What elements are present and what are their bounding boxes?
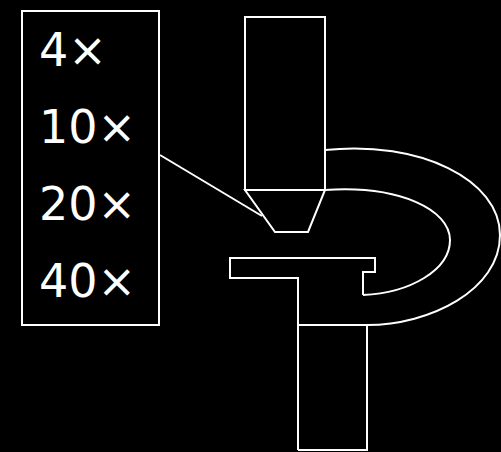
magnification-label: 4× — [23, 12, 158, 89]
magnification-label: 20× — [23, 166, 158, 243]
arm-inner — [325, 189, 450, 295]
arm-outer — [325, 148, 500, 325]
magnification-label: 10× — [23, 89, 158, 166]
magnification-label: 40× — [23, 243, 158, 320]
eyepiece-tube — [245, 17, 325, 190]
column-joint — [298, 324, 367, 326]
stage — [230, 258, 375, 450]
objective-lens — [245, 190, 325, 232]
base-column — [298, 325, 367, 450]
magnification-box: 4×10×20×40× — [21, 10, 160, 326]
